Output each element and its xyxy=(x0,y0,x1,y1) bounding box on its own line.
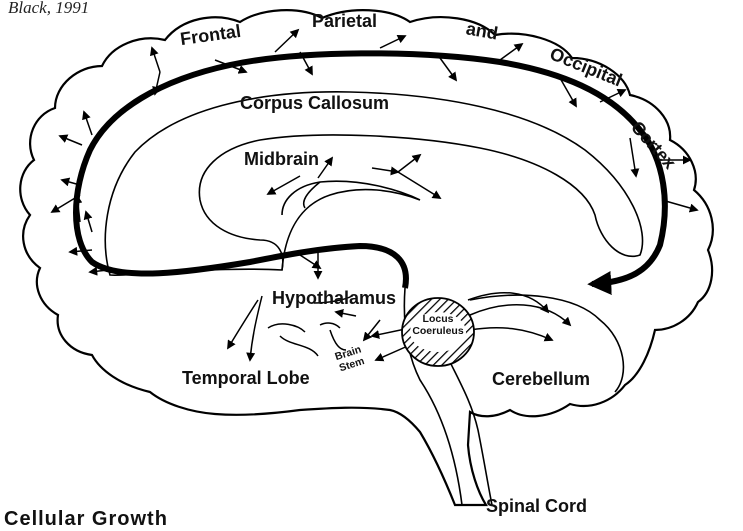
label-locus-coeruleus: Locus Coeruleus xyxy=(409,313,467,337)
footer-heading: Cellular Growth xyxy=(4,508,168,531)
label-hypothalamus: Hypothalamus xyxy=(272,289,396,307)
label-cerebellum: Cerebellum xyxy=(492,370,590,388)
label-midbrain: Midbrain xyxy=(244,150,319,168)
main-pathway xyxy=(76,53,665,288)
figure-caption: Black, 1991 xyxy=(8,0,89,18)
label-temporal-lobe: Temporal Lobe xyxy=(182,369,310,387)
label-and: and xyxy=(465,19,500,42)
label-corpus-callosum: Corpus Callosum xyxy=(240,94,389,112)
label-locus-line2: Coeruleus xyxy=(412,325,463,337)
label-spinal-cord: Spinal Cord xyxy=(486,497,587,515)
label-parietal: Parietal xyxy=(312,12,377,30)
label-locus-line1: Locus xyxy=(423,313,454,325)
